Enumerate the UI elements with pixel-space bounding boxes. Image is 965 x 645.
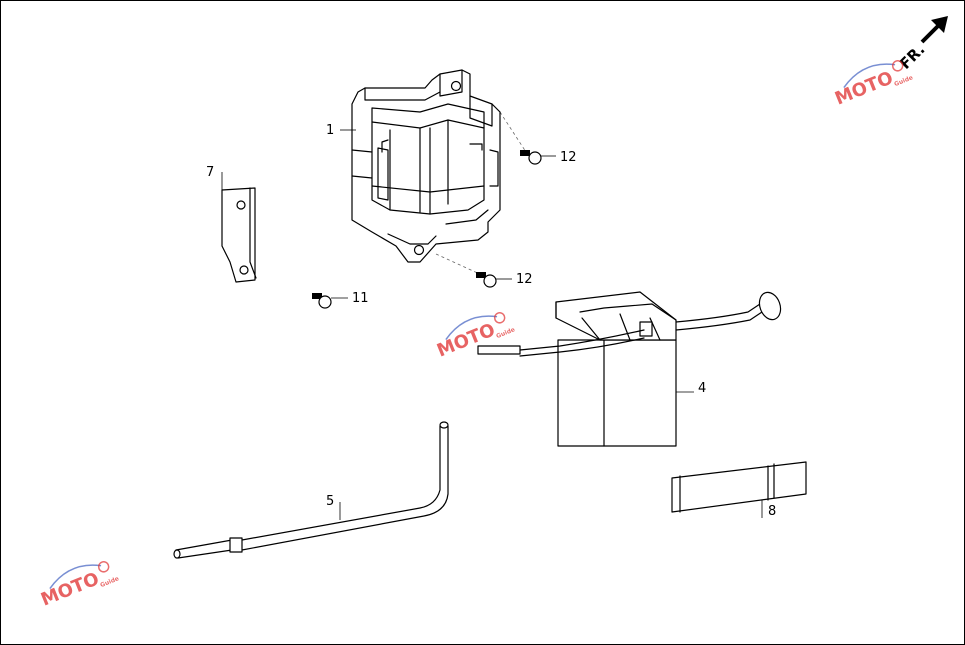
callout-5-label: 5 <box>326 494 334 509</box>
part-battery-4: 4 <box>477 291 782 447</box>
callout-1-label: 1 <box>326 123 334 138</box>
part-bolt-11: 11 <box>312 291 369 309</box>
watermark-top-right: MOTO Guide <box>832 60 914 110</box>
callout-12b-label: 12 <box>516 272 533 287</box>
watermark-small-text: Guide <box>893 74 914 88</box>
part-strap-8: 8 <box>671 461 807 519</box>
part-battery-box <box>351 69 501 263</box>
watermark-text: MOTO <box>38 568 102 610</box>
watermark-bottom-left: MOTO Guide <box>38 561 120 611</box>
callout-12a-label: 12 <box>560 150 577 165</box>
watermark-text: MOTO <box>832 67 896 109</box>
callout-4-label: 4 <box>698 381 706 396</box>
part-tube-5: 5 <box>173 421 449 559</box>
part-bolt-12a: 12 <box>520 150 577 165</box>
watermark-small-text: Guide <box>495 326 516 340</box>
callout-7-label: 7 <box>206 165 214 180</box>
watermark-text: MOTO <box>434 319 498 361</box>
direction-arrow-icon <box>920 16 948 44</box>
part-bracket-7: 7 <box>206 165 257 283</box>
callout-1: 1 <box>326 123 356 138</box>
callout-11-label: 11 <box>352 291 369 306</box>
direction-label: FR. <box>896 40 928 72</box>
part-bolt-12b: 12 <box>476 272 533 288</box>
watermark-small-text: Guide <box>99 575 120 589</box>
front-direction-indicator: FR. <box>896 16 948 73</box>
callout-8-label: 8 <box>768 504 776 519</box>
